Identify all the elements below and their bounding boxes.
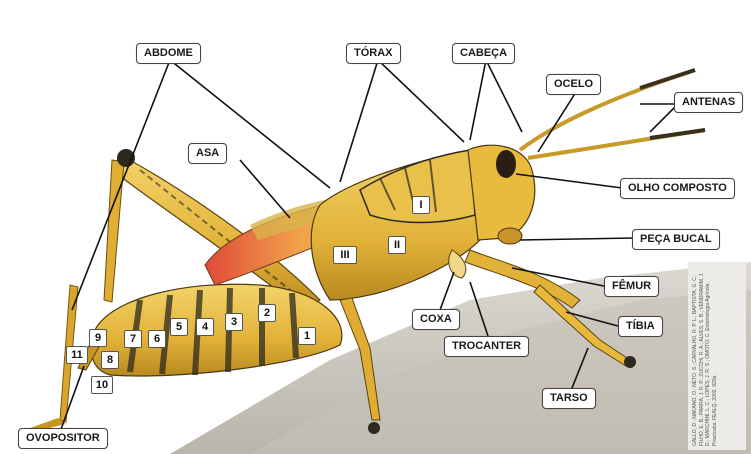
abdominal-segment-5: 5 [170, 318, 188, 336]
front-foot [624, 356, 636, 368]
hind-tibia [104, 160, 124, 302]
label-coxa: COXA [412, 309, 460, 330]
antenna-upper-tip [640, 70, 695, 88]
abdominal-segment-9: 9 [89, 329, 107, 347]
abdominal-segment-7: 7 [124, 330, 142, 348]
abdominal-segment-11: 11 [66, 346, 88, 364]
antenna-lower-tip [650, 130, 705, 138]
source-credit: GALLO, D.; NAKANO, O.; NETO, S.; CARVALH… [688, 262, 746, 450]
label-ocelo: OCELO [546, 74, 601, 95]
label-cabeca: CABEÇA [452, 43, 515, 64]
label-antenas: ANTENAS [674, 92, 743, 113]
label-torax: TÓRAX [346, 43, 401, 64]
label-tarso: TARSO [542, 388, 596, 409]
abdominal-segment-6: 6 [148, 330, 166, 348]
label-tibia: TÍBIA [618, 316, 663, 337]
label-abdome: ABDOME [136, 43, 201, 64]
abdominal-segment-3: 3 [225, 313, 243, 331]
label-asa: ASA [188, 143, 227, 164]
label-ovopositor: OVOPOSITOR [18, 428, 108, 449]
abdominal-segment-4: 4 [196, 318, 214, 336]
abdominal-segment-8: 8 [101, 351, 119, 369]
source-credit-text: GALLO, D.; NAKANO, O.; NETO, S.; CARVALH… [692, 266, 718, 446]
thorax-segment-2: II [388, 236, 406, 254]
label-femur: FÊMUR [604, 276, 659, 297]
thorax-segment-1: I [412, 196, 430, 214]
thorax-segment-3: III [333, 246, 357, 264]
abdominal-segment-1: 1 [298, 327, 316, 345]
abdominal-segment-2: 2 [258, 304, 276, 322]
label-peca-bucal: PEÇA BUCAL [632, 229, 720, 250]
middle-foot [368, 422, 380, 434]
label-olho-composto: OLHO COMPOSTO [620, 178, 735, 199]
mouthparts [498, 228, 522, 244]
abdominal-segment-10: 10 [91, 376, 113, 394]
label-trocanter: TROCANTER [444, 336, 529, 357]
compound-eye [496, 150, 516, 178]
